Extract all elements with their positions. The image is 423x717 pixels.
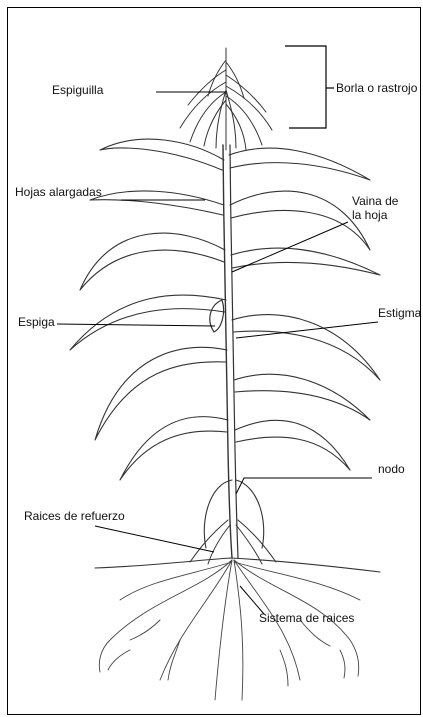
root-system [99,560,360,700]
ear [210,300,224,332]
leaf [80,233,225,290]
label-estigma: Estigma [378,306,421,320]
leaf [231,248,380,275]
nodo-pointer [236,478,372,494]
label-vaina: Vaina de la hoja [352,194,398,222]
leaf [120,417,228,480]
leaf [234,374,370,420]
label-hojas-alargadas: Hojas alargadas [15,185,102,199]
leaf [100,139,224,170]
label-espiga: Espiga [18,315,55,329]
label-borla: Borla o rastrojo [336,81,417,95]
label-sistema-raices: Sistema de raices [259,611,354,625]
sistema-raices-pointer [240,586,264,614]
espiga-pointer [57,324,215,326]
raices-refuerzo-pointer [95,526,214,552]
vaina-pointer [232,222,348,272]
label-nodo: nodo [378,462,405,476]
leaf [70,295,226,350]
leaf [90,191,224,215]
label-espiguilla: Espiguilla [52,83,103,97]
leaf [230,191,370,250]
borla-bracket [285,46,334,128]
leaf [229,148,370,180]
leaf [235,420,350,470]
label-raices-refuerzo: Raices de refuerzo [24,509,125,523]
tassel [180,48,272,150]
leaf [95,347,227,440]
estigma-pointer [236,322,378,338]
